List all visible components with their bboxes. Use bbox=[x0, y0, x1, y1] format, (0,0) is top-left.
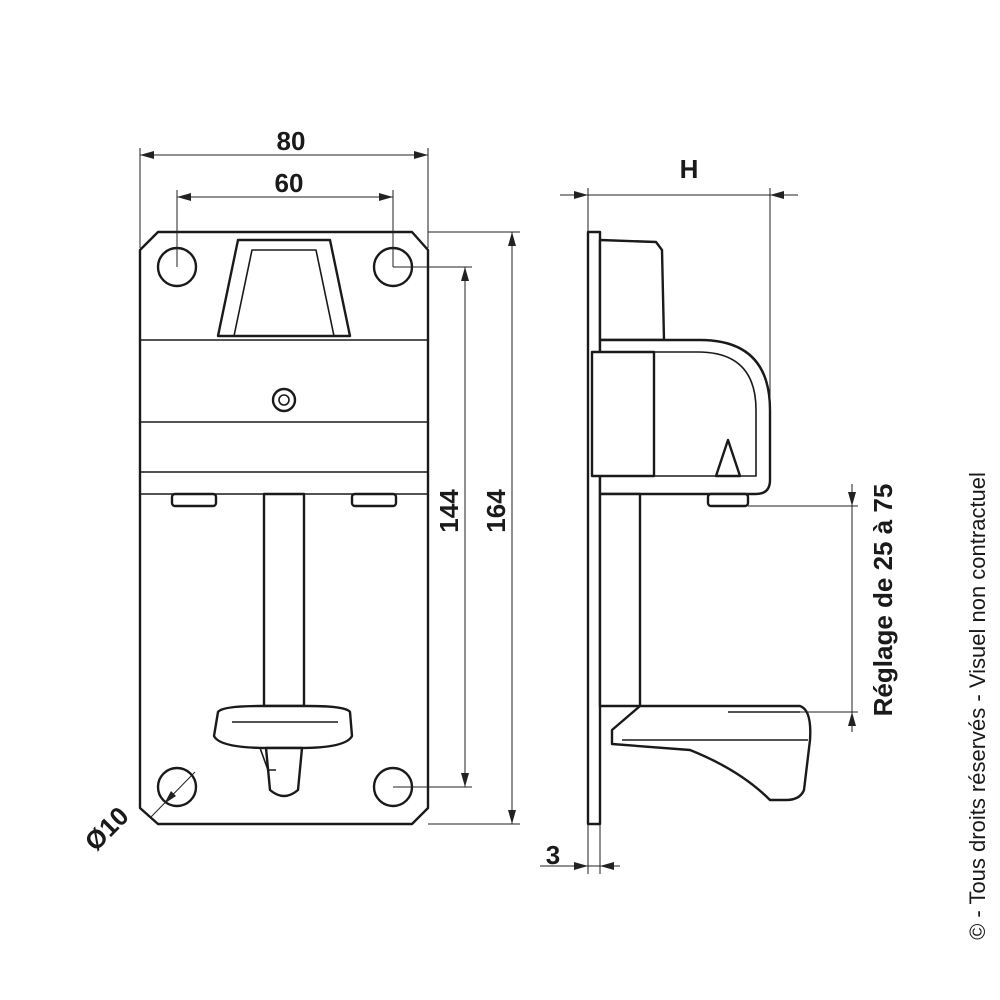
right-pad bbox=[350, 492, 398, 508]
dim-height-overall: 164 bbox=[481, 489, 511, 533]
side-view bbox=[586, 230, 812, 826]
upper-wedge-inner bbox=[233, 249, 335, 337]
front-view bbox=[138, 230, 430, 826]
dim-height-holes: 144 bbox=[434, 489, 464, 533]
side-lower-arm bbox=[598, 492, 642, 708]
dim-depth: H bbox=[680, 154, 699, 184]
copyright-notice: © - Tous droits réservés - Visuel non co… bbox=[965, 472, 990, 940]
adjust-rod bbox=[262, 492, 306, 708]
lower-clip bbox=[264, 746, 304, 798]
dim-hole-diameter: Ø10 bbox=[79, 801, 135, 857]
left-pad bbox=[170, 492, 218, 508]
clip-nub bbox=[259, 747, 276, 771]
dim-thickness: 3 bbox=[546, 840, 560, 870]
side-top-housing bbox=[598, 238, 666, 342]
set-screw bbox=[271, 387, 297, 413]
adjust-knob bbox=[212, 704, 354, 750]
dim-width-overall: 80 bbox=[277, 126, 306, 156]
side-dimensions bbox=[540, 188, 858, 874]
hole-bottom-left bbox=[156, 766, 198, 808]
side-spike bbox=[714, 438, 742, 478]
side-hook-inner bbox=[600, 351, 757, 477]
side-pad bbox=[706, 492, 750, 508]
side-backplate bbox=[586, 230, 602, 826]
set-screw-core bbox=[278, 394, 290, 406]
front-dimensions bbox=[139, 148, 520, 825]
side-foot bbox=[610, 704, 812, 802]
upper-wedge bbox=[216, 238, 352, 338]
dim-width-holes: 60 bbox=[275, 168, 304, 198]
side-block bbox=[590, 350, 656, 478]
dim-adjustment: Réglage de 25 à 75 bbox=[868, 484, 898, 717]
